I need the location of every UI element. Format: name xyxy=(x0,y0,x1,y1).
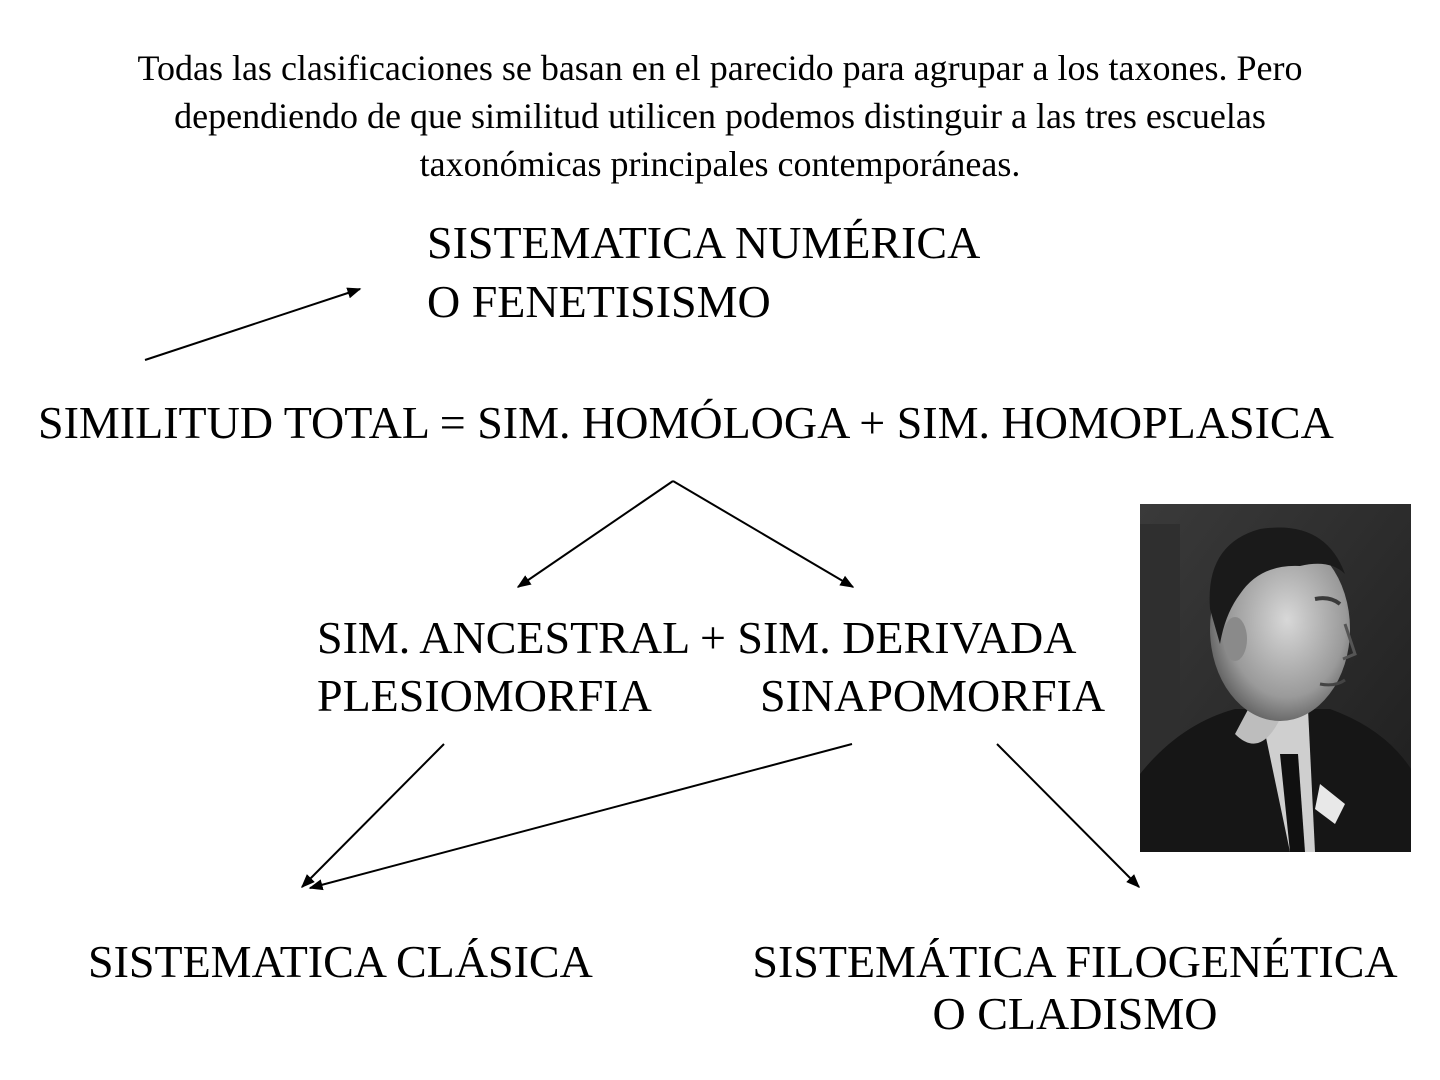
intro-line-2: dependiendo de que similitud utilicen po… xyxy=(174,96,1266,136)
node-similitud-total: SIMILITUD TOTAL = SIM. HOMÓLOGA + SIM. H… xyxy=(38,397,1334,448)
node-numerica-line-2: O FENETISISMO xyxy=(427,276,771,327)
node-sinapomorfia: SINAPOMORFIA xyxy=(760,670,1106,721)
node-numerica-line-1: SISTEMATICA NUMÉRICA xyxy=(427,217,981,268)
node-sistematica-clasica: SISTEMATICA CLÁSICA xyxy=(88,936,593,987)
portrait-photo xyxy=(1140,504,1411,852)
portrait-illustration xyxy=(1140,504,1411,852)
node-plesiomorfia: PLESIOMORFIA xyxy=(317,670,652,721)
arrow-to-numerica xyxy=(144,287,362,361)
arrow-plesiomorfia-to-clasica xyxy=(301,743,445,888)
intro-line-3: taxonómicas principales contemporáneas. xyxy=(419,144,1021,184)
node-sistematica-filogenetica: SISTEMÁTICA FILOGENÉTICA O CLADISMO xyxy=(730,936,1420,1040)
intro-line-1: Todas las clasificaciones se basan en el… xyxy=(137,48,1303,88)
arrow-sinapomorfia-to-clasica xyxy=(308,743,853,891)
intro-paragraph: Todas las clasificaciones se basan en el… xyxy=(0,44,1440,188)
arrow-to-ancestral xyxy=(516,480,674,588)
node-filogenetica-line-2: O CLADISMO xyxy=(932,988,1218,1039)
arrow-sinapomorfia-to-filogenetica xyxy=(996,743,1140,888)
node-ancestral-derivada: SIM. ANCESTRAL + SIM. DERIVADA xyxy=(317,612,1077,663)
node-filogenetica-line-1: SISTEMÁTICA FILOGENÉTICA xyxy=(752,936,1398,987)
arrow-to-derivada xyxy=(672,480,855,588)
